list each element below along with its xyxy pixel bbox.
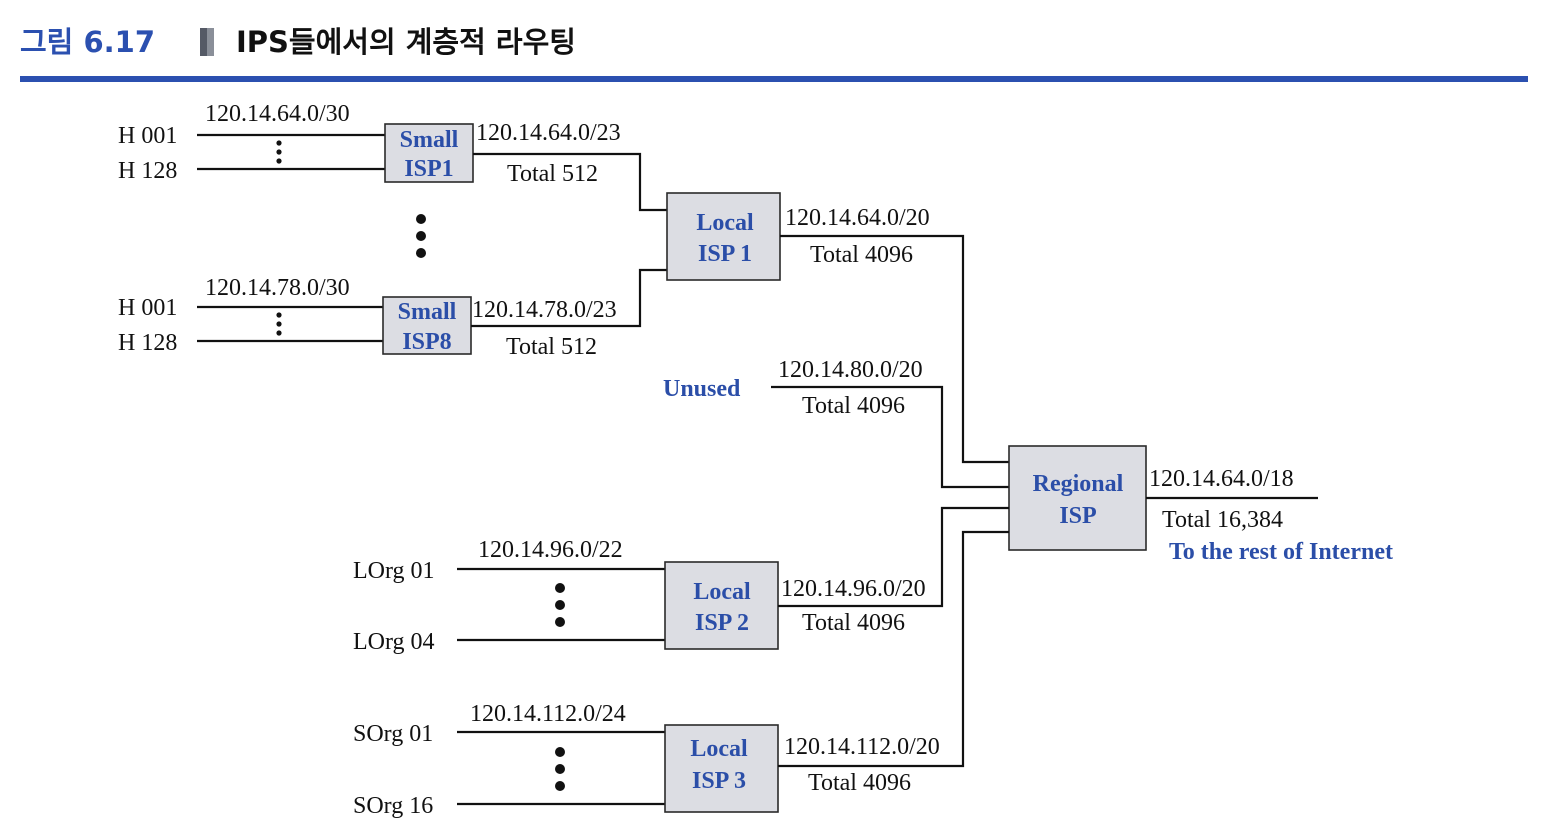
local-isp2-org-first: LOrg 01 — [353, 558, 435, 584]
local-isp2-box — [664, 561, 779, 650]
small-isp1-name-line2: ISP1 — [404, 156, 453, 182]
regional-isp-prefix: 120.14.64.0/18 — [1149, 466, 1294, 492]
local-isp3-uplink — [778, 530, 1009, 768]
local-isp2-org-block: 120.14.96.0/22 — [478, 537, 623, 563]
local-isp1-total: Total 4096 — [810, 242, 913, 268]
regional-isp-box — [1008, 445, 1147, 551]
caption-marker-icon-shade — [207, 28, 214, 56]
local-isp3-org-block: 120.14.112.0/24 — [470, 701, 626, 727]
figure-title: IPS들에서의 계층적 라우팅 — [236, 25, 576, 59]
small-isp1-name-line1: Small — [400, 127, 459, 153]
small-isp8-host-block: 120.14.78.0/30 — [205, 275, 350, 301]
small-isp8-name-line2: ISP8 — [402, 329, 451, 355]
local-isp3-total: Total 4096 — [808, 770, 911, 796]
local-isp1-prefix: 120.14.64.0/20 — [785, 205, 930, 231]
local-isp3-name-line2: ISP 3 — [692, 768, 746, 794]
small-isp1-host-block: 120.14.64.0/30 — [205, 101, 350, 127]
unused-group: Unused 120.14.80.0/20 Total 4096 — [663, 357, 1009, 489]
small-isp1-prefix: 120.14.64.0/23 — [476, 120, 621, 146]
regional-isp-group: Regional ISP 120.14.64.0/18 Total 16,384… — [1008, 445, 1393, 565]
unused-link — [771, 385, 1009, 489]
local-isp3-box — [664, 724, 779, 813]
small-isp8-name-line1: Small — [398, 299, 457, 325]
local-isp1-name-line1: Local — [696, 210, 754, 236]
figure-number: 그림 6.17 — [20, 25, 155, 59]
regional-isp-total: Total 16,384 — [1162, 507, 1283, 533]
local-isp1-name-line2: ISP 1 — [698, 241, 752, 267]
local-isp3-org-first: SOrg 01 — [353, 721, 433, 747]
small-isp8-prefix: 120.14.78.0/23 — [472, 297, 617, 323]
small-isp1-host-last: H 128 — [118, 158, 177, 184]
small-isp1-uplink — [473, 152, 667, 212]
local-isp3-org-last: SOrg 16 — [353, 793, 433, 819]
local-isp2-group: 120.14.96.0/22 LOrg 01 LOrg 04 Local ISP… — [353, 506, 1009, 655]
small-isp1-host-first: H 001 — [118, 123, 177, 149]
regional-isp-name-line2: ISP — [1059, 503, 1096, 529]
local-isp2-name-line1: Local — [693, 579, 751, 605]
small-isp-ellipsis — [416, 214, 426, 258]
small-isp8-host-first: H 001 — [118, 295, 177, 321]
regional-isp-uplink-label: To the rest of Internet — [1169, 539, 1393, 565]
local-isp2-org-last: LOrg 04 — [353, 629, 435, 655]
local-isp2-prefix: 120.14.96.0/20 — [781, 576, 926, 602]
small-isp8-uplink — [471, 268, 667, 328]
small-isp1-group: 120.14.64.0/30 H 001 H 128 Small ISP1 12… — [118, 101, 621, 187]
caption-rule — [20, 76, 1528, 82]
local-isp2-uplink — [778, 506, 1009, 608]
figure-caption: 그림 6.17 IPS들에서의 계층적 라우팅 — [20, 25, 576, 59]
local-isp1-group: Local ISP 1 120.14.64.0/20 Total 4096 — [666, 192, 1009, 464]
local-isp3-name-line1: Local — [690, 736, 748, 762]
small-isp1-total: Total 512 — [507, 161, 598, 187]
local-isp3-prefix: 120.14.112.0/20 — [784, 734, 940, 760]
small-isp8-total: Total 512 — [506, 334, 597, 360]
local-isp2-total: Total 4096 — [802, 610, 905, 636]
local-isp1-box — [666, 192, 781, 281]
unused-label: Unused — [663, 376, 741, 402]
local-isp2-name-line2: ISP 2 — [695, 610, 749, 636]
small-isp8-group: 120.14.78.0/30 H 001 H 128 Small ISP8 12… — [118, 275, 617, 360]
unused-total: Total 4096 — [802, 393, 905, 419]
small-isp1-host-ellipsis — [276, 140, 282, 164]
local-isp3-group: 120.14.112.0/24 SOrg 01 SOrg 16 Local IS… — [353, 530, 1009, 819]
small-isp8-host-last: H 128 — [118, 330, 177, 356]
local-isp3-org-ellipsis — [555, 747, 565, 791]
small-isp8-host-ellipsis — [276, 312, 282, 336]
unused-prefix: 120.14.80.0/20 — [778, 357, 923, 383]
small-isp1-box — [384, 123, 474, 183]
regional-isp-name-line1: Regional — [1033, 471, 1124, 497]
local-isp2-org-ellipsis — [555, 583, 565, 627]
local-isp1-uplink — [780, 234, 1009, 464]
